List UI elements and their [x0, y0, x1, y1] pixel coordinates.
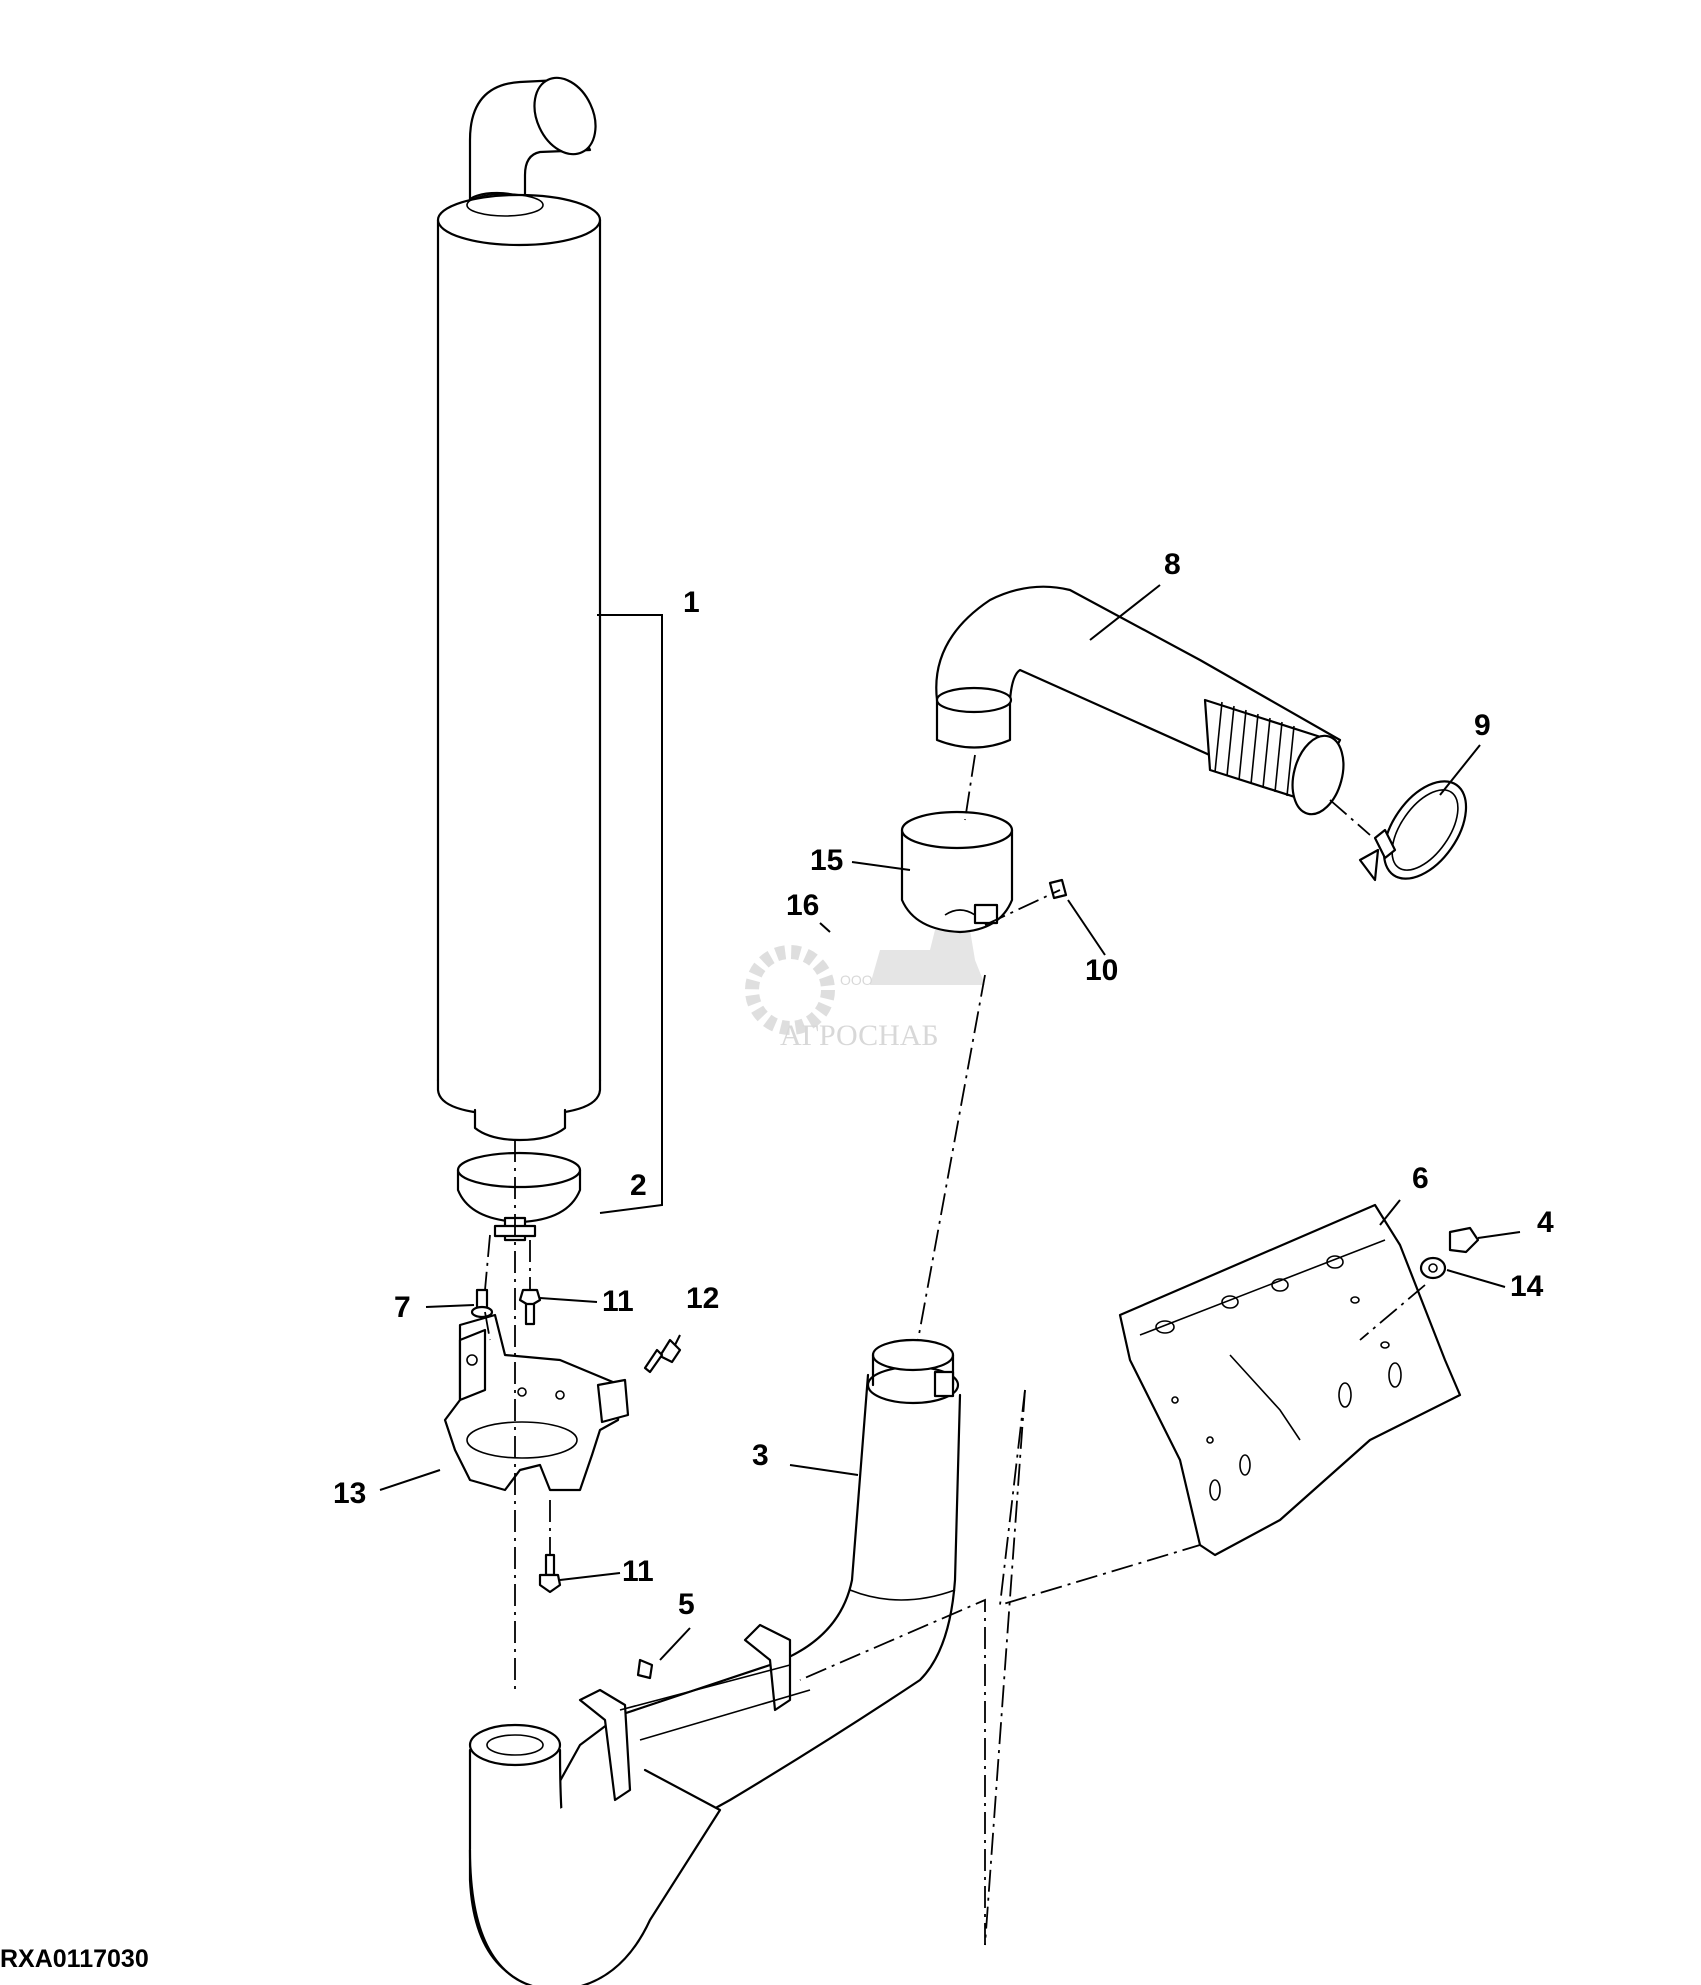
assembly-lines — [484, 754, 1426, 1946]
callout-15: 15 — [810, 844, 843, 877]
callout-16: 16 — [786, 889, 819, 922]
capscrew-part-4 — [1448, 1226, 1480, 1254]
bolt-part-12 — [643, 1338, 682, 1374]
callout-6: 6 — [1412, 1162, 1429, 1195]
callout-13: 13 — [333, 1477, 366, 1510]
callout-3: 3 — [752, 1439, 769, 1472]
nut-part-5 — [636, 1658, 654, 1680]
callout-9: 9 — [1474, 709, 1491, 742]
callout-8: 8 — [1164, 548, 1181, 581]
nut-part-10 — [1048, 878, 1068, 900]
callout-7: 7 — [394, 1291, 411, 1324]
clamp-sleeve-part-15 — [900, 810, 1014, 934]
bolt-part-11-upper — [518, 1288, 542, 1326]
callout-14: 14 — [1510, 1270, 1544, 1303]
bolt-part-7 — [470, 1288, 494, 1319]
bolt-part-11-lower — [538, 1553, 562, 1594]
callout-10: 10 — [1085, 954, 1118, 987]
figure-code: RXA0117030 — [0, 1945, 149, 1973]
muffler-part-1 — [436, 76, 602, 1142]
callout-11-lower: 11 — [622, 1555, 654, 1588]
washer-part-14 — [1419, 1256, 1447, 1280]
mounting-bracket-part-13 — [443, 1313, 630, 1492]
callout-11-upper: 11 — [602, 1285, 634, 1318]
elbow-pipe-part-8 — [935, 585, 1345, 816]
callout-4: 4 — [1537, 1206, 1554, 1239]
heat-shield-part-6 — [1118, 1203, 1462, 1557]
callouts: 1 2 3 4 5 6 7 8 9 10 11 11 12 13 14 15 1… — [333, 548, 1554, 1621]
callout-2: 2 — [630, 1169, 647, 1202]
callout-12: 12 — [686, 1282, 719, 1315]
band-clamp-part-2 — [456, 1151, 582, 1242]
watermark-main-text: АГРОСНАБ — [780, 1019, 939, 1052]
vband-clamp-part-9 — [1358, 780, 1468, 882]
watermark-logo: ООО АГРОСНАБ — [745, 930, 985, 1052]
callout-5: 5 — [678, 1588, 695, 1621]
leader-lines — [379, 584, 1521, 1661]
exhaust-pipe-part-3 — [468, 1338, 962, 1985]
callout-1: 1 — [683, 586, 700, 619]
watermark-small-text: ООО — [840, 972, 873, 988]
